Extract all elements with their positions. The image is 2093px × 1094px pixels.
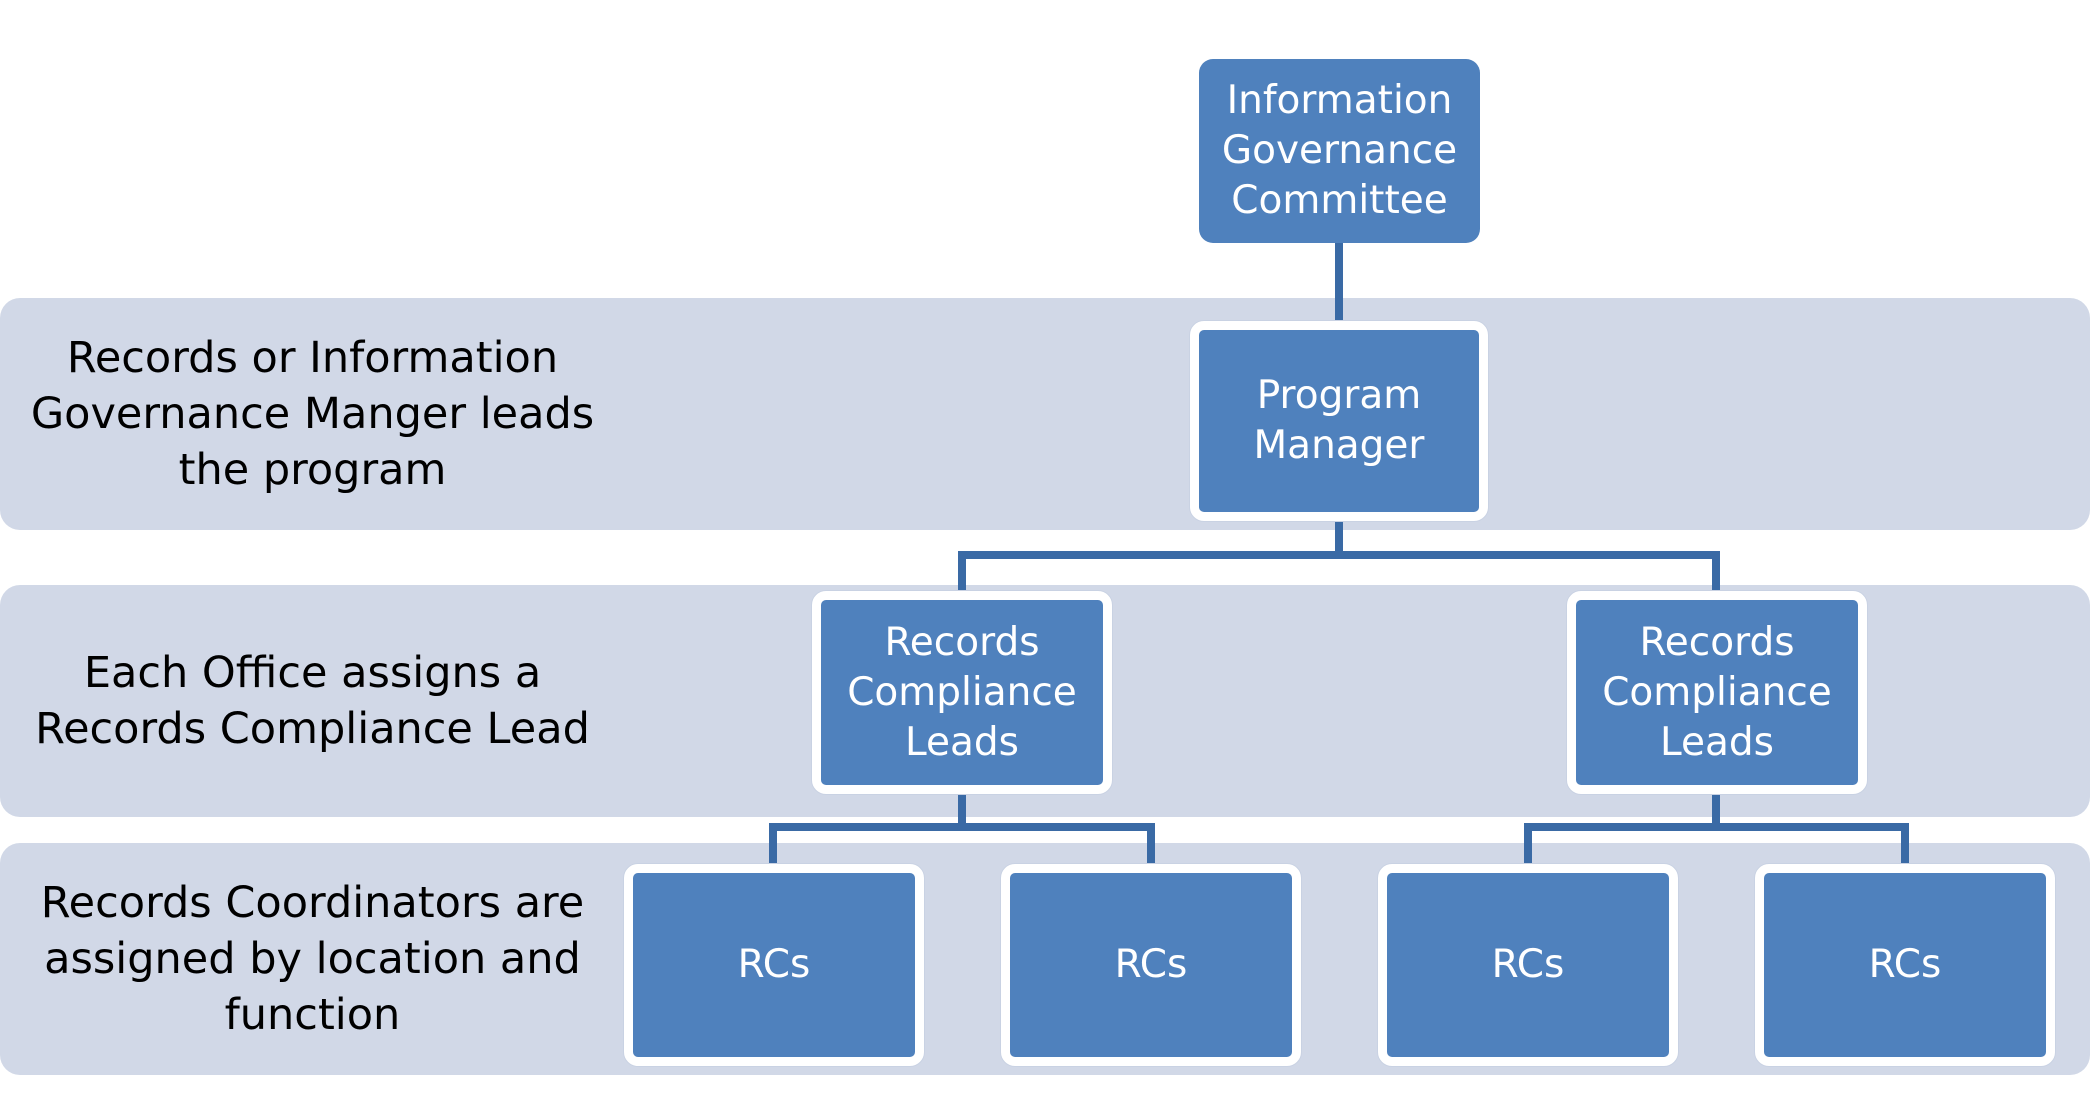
node-lead-left: Records Compliance Leads [812, 591, 1112, 794]
connector-lead-right-rcs [1524, 786, 1909, 872]
connector-lead-left-rcs [769, 786, 1155, 872]
node-lead-right: Records Compliance Leads [1567, 591, 1867, 794]
connector-manager-leads [958, 516, 1720, 600]
band-manager-label: Records or Information Governance Manger… [30, 333, 595, 495]
node-rc-4: RCs [1755, 864, 2055, 1066]
node-rc-1: RCs [624, 864, 924, 1066]
node-committee: Information Governance Committee [1199, 59, 1480, 243]
node-rc-3: RCs [1378, 864, 1678, 1066]
band-manager [0, 298, 2090, 530]
band-leads-label: Each Office assigns a Records Compliance… [35, 648, 590, 754]
band-coordinators-label: Records Coordinators are assigned by loc… [40, 878, 585, 1040]
node-program-manager: Program Manager [1190, 321, 1488, 521]
node-rc-2: RCs [1001, 864, 1301, 1066]
